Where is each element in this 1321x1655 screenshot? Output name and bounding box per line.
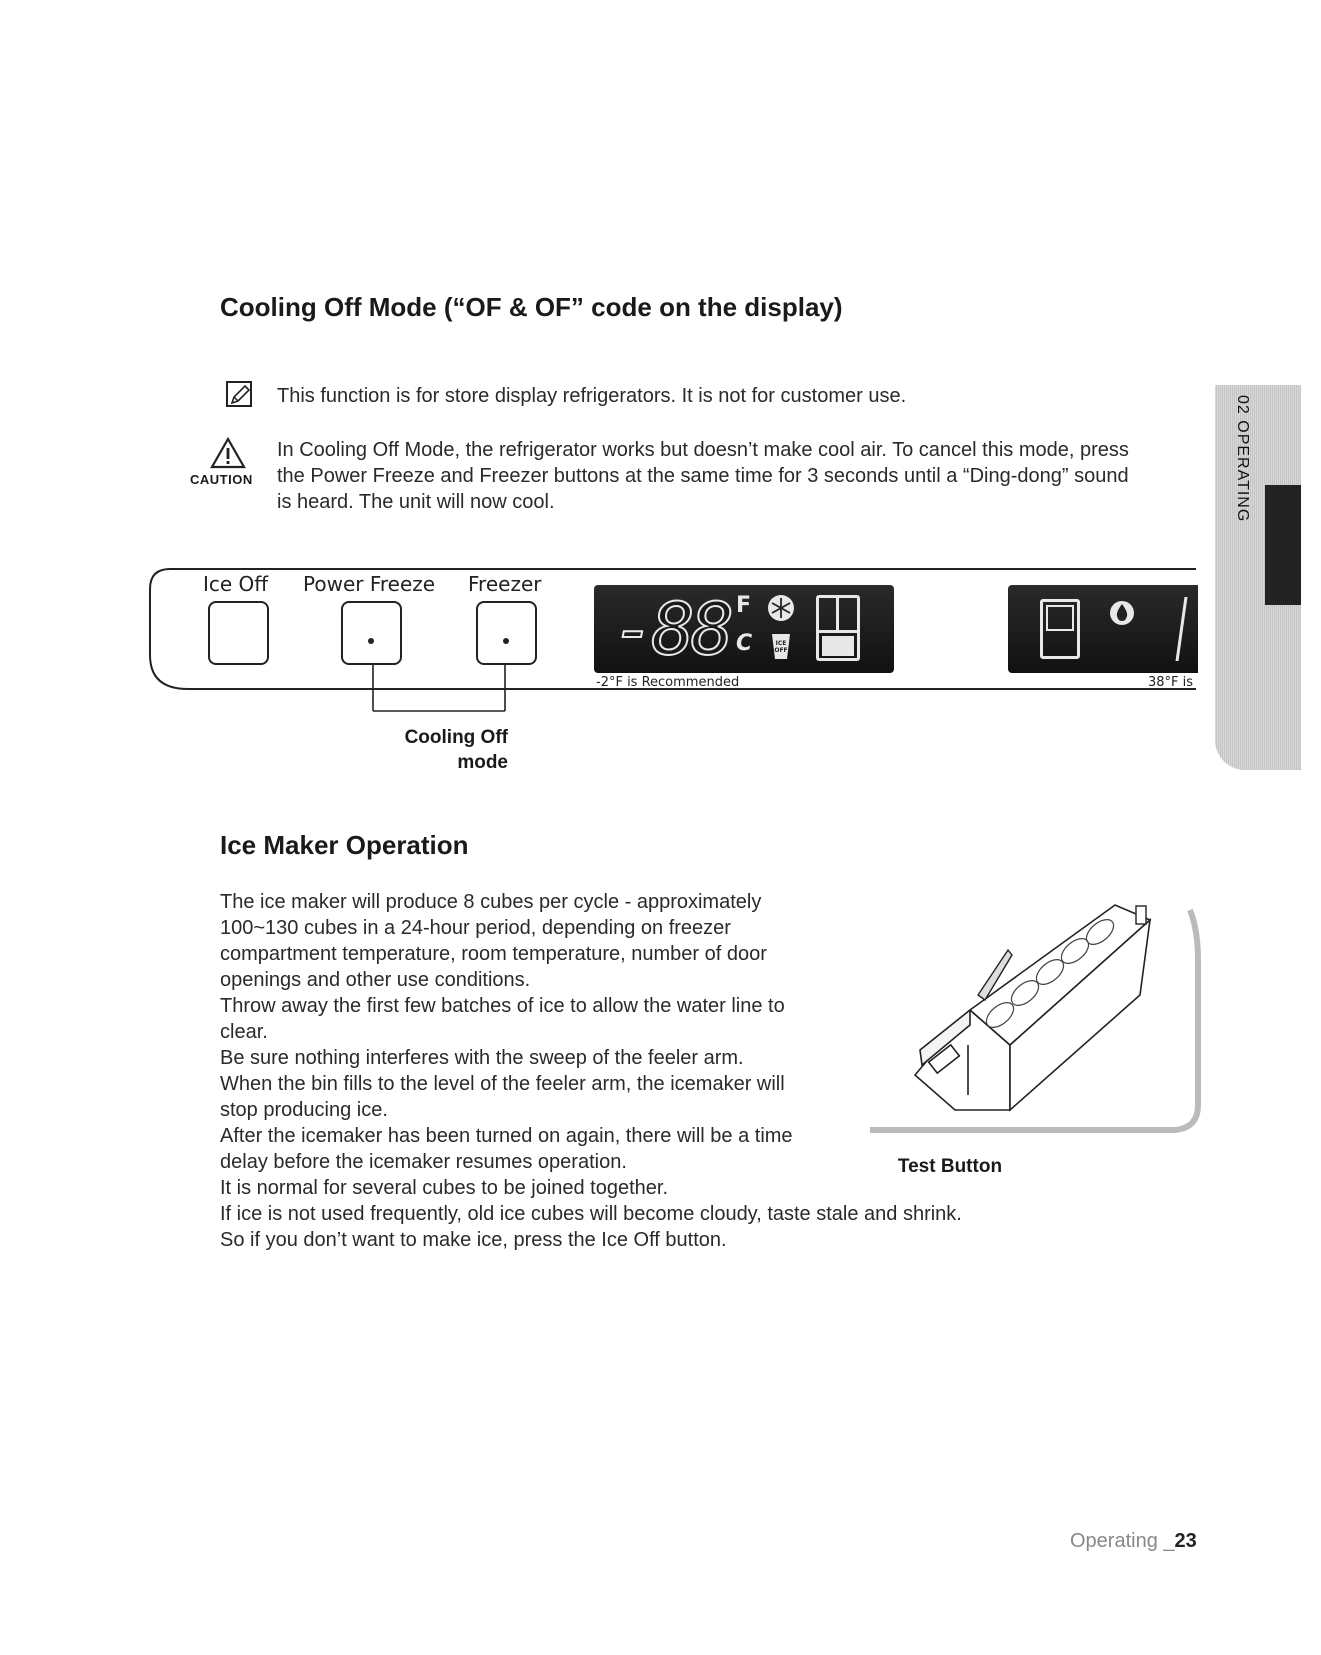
ice-maker-illustration	[860, 900, 1205, 1150]
body-line: openings and other use conditions.	[220, 969, 531, 991]
side-tab-label: 02 OPERATING	[1234, 395, 1251, 523]
lcd-digits: -88	[611, 587, 735, 671]
callout-line: Cooling Off	[404, 727, 508, 748]
body-line: If ice is not used frequently, old ice c…	[220, 1203, 962, 1225]
freezer-button[interactable]	[476, 601, 537, 665]
body-line: The ice maker will produce 8 cubes per c…	[220, 891, 762, 913]
freezer-label: Freezer	[468, 572, 542, 596]
freezer-recommend-text: -2°F is Recommended	[596, 675, 740, 690]
body-line: Throw away the first few batches of ice …	[220, 995, 785, 1017]
fridge-digit-fragment	[1175, 597, 1196, 661]
ice-off-label: Ice Off	[203, 572, 269, 596]
test-button-label: Test Button	[897, 1156, 1003, 1177]
caution-line: the Power Freeze and Freezer buttons at …	[277, 465, 1129, 487]
body-line: 100~130 cubes in a 24-hour period, depen…	[220, 917, 731, 939]
body-line: When the bin fills to the level of the f…	[220, 1073, 785, 1095]
page-footer: Operating _23	[1070, 1530, 1197, 1553]
cooling-off-heading: Cooling Off Mode (“OF & OF” code on the …	[220, 292, 843, 322]
page-number: 23	[1174, 1530, 1197, 1552]
caution-text: In Cooling Off Mode, the refrigerator wo…	[277, 437, 1129, 515]
power-freeze-label: Power Freeze	[303, 572, 436, 596]
fridge-lcd-display	[1008, 585, 1198, 673]
button-dot-icon	[503, 638, 509, 644]
caution-line: is heard. The unit will now cool.	[277, 491, 555, 513]
ice-off-indicator-icon: ICE OFF	[770, 631, 792, 661]
lcd-unit-c: C	[736, 631, 753, 656]
button-dot-icon	[368, 638, 374, 644]
fridge-recommend-text: 38°F is	[1148, 675, 1194, 690]
body-line: After the icemaker has been turned on ag…	[220, 1125, 793, 1147]
body-line: delay before the icemaker resumes operat…	[220, 1151, 627, 1173]
lcd-unit-f: F	[736, 593, 752, 618]
caution-line: In Cooling Off Mode, the refrigerator wo…	[277, 439, 1129, 461]
ice-maker-heading: Ice Maker Operation	[220, 830, 469, 860]
body-line: Be sure nothing interferes with the swee…	[220, 1047, 744, 1069]
footer-section: Operating _	[1070, 1530, 1175, 1552]
freezer-lcd-display: -88 F C ICE OFF	[594, 585, 894, 673]
body-line: stop producing ice.	[220, 1099, 388, 1121]
control-panel-diagram: Ice Off Power Freeze Freezer -88 F C ICE…	[148, 565, 1198, 790]
body-line: clear.	[220, 1021, 268, 1043]
body-line: It is normal for several cubes to be joi…	[220, 1177, 669, 1199]
callout-line: mode	[457, 752, 508, 773]
fridge-door-icon	[816, 595, 860, 661]
snowflake-icon	[766, 593, 796, 623]
ice-off-button[interactable]	[208, 601, 269, 665]
caution-icon	[210, 436, 246, 469]
cooling-off-callout: Cooling Off mode	[348, 725, 508, 775]
power-freeze-button[interactable]	[341, 601, 402, 665]
body-line: So if you don’t want to make ice, press …	[220, 1229, 727, 1251]
ice-maker-body: The ice maker will produce 8 cubes per c…	[220, 889, 962, 1253]
side-tab-active-marker	[1265, 485, 1301, 605]
note-text: This function is for store display refri…	[277, 385, 907, 407]
caution-label: CAUTION	[190, 472, 253, 487]
water-drop-icon	[1108, 599, 1136, 627]
body-line: compartment temperature, room temperatur…	[220, 943, 767, 965]
fridge-door-icon	[1040, 599, 1080, 659]
note-icon	[225, 380, 255, 410]
section-side-tab: 02 OPERATING	[1215, 385, 1301, 770]
ice-off-indicator-text: ICE OFF	[774, 640, 788, 654]
